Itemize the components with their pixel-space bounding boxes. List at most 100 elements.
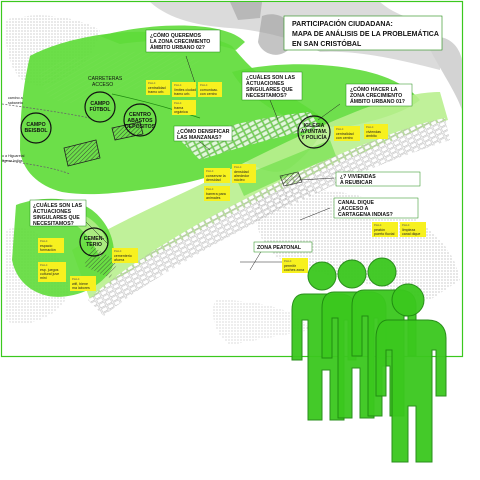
road-text: sabaneta xyxy=(8,101,23,105)
zone-north-texture xyxy=(40,51,200,103)
post-it-text: centralidad xyxy=(336,132,354,136)
road-text: o a Higuaretal xyxy=(2,154,25,158)
dotted-field-s xyxy=(213,300,310,345)
road-text: agena Indias xyxy=(2,159,23,163)
person-figure xyxy=(375,283,447,463)
question-text: NECESITAMOS? xyxy=(33,221,74,227)
post-it-text: conservar la xyxy=(206,174,226,178)
question-box-relocate: ¿? VIVIENDAS A REUBICAR xyxy=(335,171,421,187)
post-it: Post-it wifi, biene ma labores xyxy=(70,276,96,291)
post-it-text: wifi, biene xyxy=(72,282,88,286)
post-it: Post-it limpieza canal dique xyxy=(400,222,426,237)
post-it: Post-it barrera para animales xyxy=(204,186,230,201)
post-it: Post-it centralidad con centro xyxy=(334,126,360,141)
post-it-text: trama xyxy=(174,106,183,110)
urban-blocks xyxy=(88,118,450,316)
post-it-text: cementerio xyxy=(114,254,132,258)
post-it-text: centralidad xyxy=(148,86,166,90)
terrain-right xyxy=(425,36,462,110)
post-it-text: espacio xyxy=(40,244,52,248)
question-text: A REUBICAR xyxy=(340,180,373,186)
road-access xyxy=(111,93,201,119)
post-it-text: tramo urb. xyxy=(148,90,164,94)
question-box-growth-02: ¿CÓMO QUEREMOS LA ZONA CRECIMIENTO ÁMBIT… xyxy=(145,29,221,53)
place-text: CAMPO xyxy=(90,101,109,107)
post-it-text: formación xyxy=(40,248,56,252)
question-text: ¿ACCESO A xyxy=(338,206,369,212)
place-text: AYUNTAM. xyxy=(301,129,328,135)
post-it: Post-it conservar la densidad xyxy=(204,168,230,183)
question-text: ¿? VIVIENDAS xyxy=(340,174,376,180)
road-sabaneta xyxy=(1,103,91,119)
post-it-text: mini xyxy=(40,276,47,280)
road-text: camino a xyxy=(8,96,23,100)
post-it-text: Post-it xyxy=(374,223,382,227)
post-it-text: Post-it xyxy=(206,169,214,173)
place-text: ABASTOS xyxy=(127,118,153,124)
post-it: Post-it densidad alrededor núcleo xyxy=(232,164,256,183)
post-it: Post-it cementerio afuera xyxy=(112,248,138,263)
post-it-text: densidad xyxy=(206,178,221,182)
question-text: ACTUACIONES xyxy=(33,209,72,215)
terrain-top-dark xyxy=(230,2,262,20)
question-box-pedestrian: ZONA PEATONAL xyxy=(253,241,313,253)
question-text: ÁMBITO URBANO 01? xyxy=(350,98,405,105)
post-it: Post-it permitir coches zona xyxy=(282,258,308,273)
title-line-3: EN SAN CRISTÓBAL xyxy=(292,39,362,48)
post-it-text: Post-it xyxy=(72,277,80,281)
post-it-text: Post-it xyxy=(148,81,156,85)
circle-cementerio: CEMEN- TERIO xyxy=(79,227,109,257)
post-it-text: Post-it xyxy=(40,239,48,243)
post-it-text: Post-it xyxy=(174,83,182,87)
question-text: ACTUACIONES xyxy=(246,81,285,87)
post-it-text: Post-it xyxy=(200,83,208,87)
post-it: Post-it espacio formación xyxy=(38,238,64,253)
post-it-text: tramo urb. xyxy=(174,92,190,96)
urban-blocks-green xyxy=(236,140,336,196)
question-text: ÁMBITO URBANO 02? xyxy=(150,44,205,51)
post-it-text: permitir xyxy=(284,264,297,268)
post-it-text: esp. juegos xyxy=(40,268,59,272)
post-it-text: ámbito xyxy=(366,134,377,138)
place-text: ACCESO xyxy=(92,82,113,88)
place-text: CEMEN- xyxy=(84,236,105,242)
post-it-text: Post-it xyxy=(336,127,344,131)
post-it-text: peatón xyxy=(374,228,385,232)
post-it-text: Post-it xyxy=(114,249,122,253)
title-line-2: MAPA DE ANÁLISIS DE LA PROBLEMÁTICA xyxy=(292,29,439,38)
circle-campo-futbol: CAMPO FÚTBOL xyxy=(84,91,116,123)
field-baseball xyxy=(63,139,101,167)
post-it-text: puerto fluvial xyxy=(374,232,395,236)
cemetery-hatch xyxy=(84,246,118,278)
place-text: BEISBOL xyxy=(24,128,48,134)
road-higuaretal xyxy=(1,159,71,175)
question-box-singular-south: ¿CUÁLES SON LAS ACTUACIONES SINGULARES Q… xyxy=(29,199,87,227)
post-it-text: Post-it xyxy=(174,101,182,105)
post-it: Post-it límites ciudad tramo urb. xyxy=(172,82,196,97)
post-it: Post-it peatón puerto fluvial xyxy=(372,222,398,237)
circle-campo-beisbol: CAMPO BEISBOL xyxy=(20,112,52,144)
post-it-text: Post-it xyxy=(402,223,410,227)
question-text: ZONA PEATONAL xyxy=(257,245,302,251)
place-text: TERIO xyxy=(86,242,102,248)
post-it-text: canal dique xyxy=(402,232,420,236)
question-text: ¿CÓMO QUEREMOS xyxy=(150,31,202,39)
post-it-text: densidad xyxy=(234,170,249,174)
circle-centro-abastos: CENTRO ABASTOS DEPÓSITOS xyxy=(123,103,157,137)
place-text: FÚTBOL xyxy=(89,106,111,113)
question-box-canal: CANAL DIQUE ¿ACCESO A CARTAGENA INDIAS? xyxy=(333,197,419,219)
label-sabaneta: camino a sabaneta xyxy=(8,96,23,105)
post-it-text: cultural juve xyxy=(40,272,59,276)
question-text: ¿CUÁLES SON LAS xyxy=(246,74,296,81)
field-east xyxy=(279,171,303,187)
post-it-text: con centro xyxy=(200,92,217,96)
post-it-text: Post-it xyxy=(40,263,48,267)
post-it-text: Post-it xyxy=(366,125,374,129)
post-it-text: limpieza xyxy=(402,228,415,232)
post-it-text: comunicac. xyxy=(200,88,218,92)
question-text: ¿CUÁLES SON LAS xyxy=(33,202,83,209)
label-higuaretal: o a Higuaretal agena Indias xyxy=(2,154,25,163)
map-title: PARTICIPACIÓN CIUDADANA: MAPA DE ANÁLISI… xyxy=(283,15,443,51)
question-text: LA ZONA CRECIMIENTO xyxy=(150,39,210,45)
